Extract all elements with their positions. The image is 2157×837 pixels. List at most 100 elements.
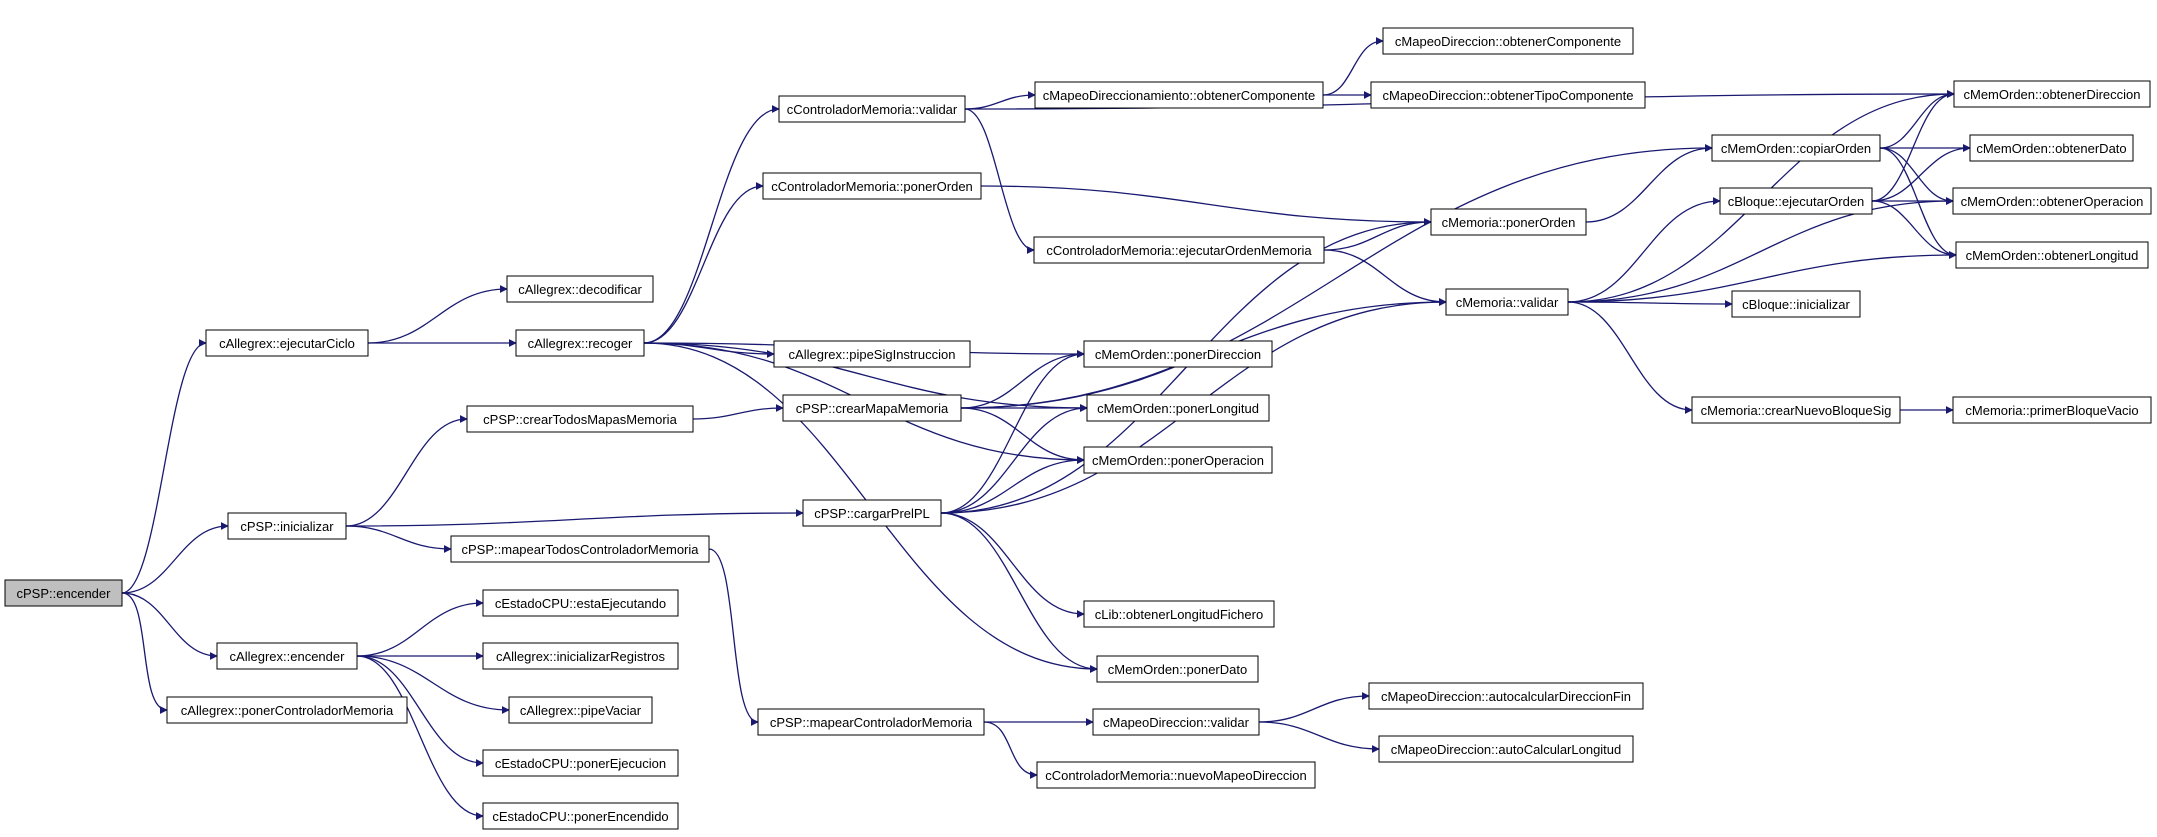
node-mapeodireccion-validar[interactable]: cMapeoDireccion::validar [1092,708,1260,736]
node-label: cBloque::ejecutarOrden [1728,194,1865,209]
node-allegrex-encender[interactable]: cAllegrex::encender [216,642,358,670]
node-memorden-obtenerlongitud[interactable]: cMemOrden::obtenerLongitud [1955,241,2149,269]
node-label: cAllegrex::pipeSigInstruccion [789,347,956,362]
edge-memorden_copiarOrden-to-memorden_obtenerDireccion [1879,90,1955,149]
node-memorden-poneroperacion[interactable]: cMemOrden::ponerOperacion [1083,446,1273,474]
nodes-layer: cPSP::encender cAllegrex::ejecutarCiclo … [4,27,2152,830]
node-label: cControladorMemoria::validar [787,102,958,117]
node-psp-encender[interactable]: cPSP::encender [4,579,123,607]
node-psp-cargarprelpl[interactable]: cPSP::cargarPrelPL [802,499,942,527]
node-label: cControladorMemoria::nuevoMapeoDireccion [1045,768,1307,783]
edge-controlador_validar-to-controlador_ejecutarOrdenMemoria [964,108,1035,254]
node-psp-creartodosmapasmemoria[interactable]: cPSP::crearTodosMapasMemoria [466,405,694,433]
node-memoria-ponerorden[interactable]: cMemoria::ponerOrden [1430,208,1587,236]
node-controlador-nuevomapeodireccion[interactable]: cControladorMemoria::nuevoMapeoDireccion [1036,761,1316,789]
edge-bloque_ejecutarOrden-to-memorden_obtenerLongitud [1871,200,1957,259]
node-memorden-obteneroperacion[interactable]: cMemOrden::obtenerOperacion [1952,187,2152,215]
edge-allegrex_encender-to-estadocpu_ponerEjecucion [356,655,484,767]
node-memorden-ponerdireccion[interactable]: cMemOrden::ponerDireccion [1083,340,1273,368]
node-memoria-primerbloquevacio[interactable]: cMemoria::primerBloqueVacio [1952,396,2152,424]
edge-allegrex_recoger-to-memorden_ponerLongitud [643,342,1088,412]
node-mapeodireccion-autocalcularlongitud[interactable]: cMapeoDireccion::autoCalcularLongitud [1378,735,1634,763]
edge-memoria_validar-to-memorden_obtenerOperacion [1567,197,1954,303]
edge-allegrex_encender-to-estadocpu_estaEjecutando [356,599,484,657]
node-controlador-ejecutarordenmemoria[interactable]: cControladorMemoria::ejecutarOrdenMemori… [1033,236,1325,264]
edge-allegrex_encender-to-estadocpu_ponerEncendido [356,655,484,820]
node-label: cAllegrex::encender [230,649,346,664]
node-memorden-copiarorden[interactable]: cMemOrden::copiarOrden [1711,134,1881,162]
edge-psp_inicializar-to-psp_mapearTodosControladorMemoria [345,525,452,553]
node-allegrex-recoger[interactable]: cAllegrex::recoger [515,329,645,357]
edge-bloque_ejecutarOrden-to-memorden_obtenerDireccion [1871,90,1955,202]
node-label: cMemOrden::ponerDireccion [1095,347,1261,362]
node-controlador-validar[interactable]: cControladorMemoria::validar [778,95,966,123]
node-mapeodireccion-obtenertipocomponente[interactable]: cMapeoDireccion::obtenerTipoComponente [1370,81,1646,109]
node-allegrex-pipesiginstruccion[interactable]: cAllegrex::pipeSigInstruccion [773,340,971,368]
node-bloque-inicializar[interactable]: cBloque::inicializar [1731,290,1861,318]
edge-psp_cargarPrelPL-to-lib_obtenerLongitudFichero [940,512,1085,618]
node-allegrex-decodificar[interactable]: cAllegrex::decodificar [506,275,654,303]
edge-controlador_ejecutarOrdenMemoria-to-memoria_ponerOrden [1323,218,1432,251]
node-label: cMemoria::primerBloqueVacio [1965,403,2138,418]
node-label: cMemoria::validar [1456,295,1559,310]
node-psp-inicializar[interactable]: cPSP::inicializar [227,512,347,540]
node-estadocpu-estaejecutando[interactable]: cEstadoCPU::estaEjecutando [482,589,679,617]
node-label: cMapeoDireccion::obtenerComponente [1395,34,1621,49]
node-label: cMapeoDireccion::validar [1103,715,1250,730]
node-label: cMapeoDireccion::autoCalcularLongitud [1391,742,1622,757]
edge-psp_encender-to-allegrex_encender [121,592,218,660]
edge-psp_mapearControladorMemoria-to-controlador_nuevoMapeoDireccion [983,721,1038,779]
node-psp-crearmapamemoria[interactable]: cPSP::crearMapaMemoria [782,394,962,422]
edge-psp_crearMapaMemoria-to-memorden_copiarOrden [960,144,1713,409]
node-allegrex-inicializarregistros[interactable]: cAllegrex::inicializarRegistros [482,642,679,670]
edge-mapeoDireccion_validar-to-mapeoDireccion_autocalcularDireccionFin [1258,692,1370,723]
edge-memoria_ponerOrden-to-memorden_copiarOrden [1585,144,1713,223]
node-label: cBloque::inicializar [1742,297,1850,312]
edge-memoria_validar-to-memoria_crearNuevoBloqueSig [1567,301,1693,414]
node-label: cAllegrex::inicializarRegistros [496,649,666,664]
edge-psp_mapearTodosControladorMemoria-to-psp_mapearControladorMemoria [708,548,759,726]
node-label: cMapeoDireccionamiento::obtenerComponent… [1043,88,1315,103]
node-label: cPSP::mapearControladorMemoria [770,715,973,730]
node-label: cMemoria::ponerOrden [1442,215,1576,230]
node-allegrex-pipevaciar[interactable]: cAllegrex::pipeVaciar [508,696,653,724]
node-memoria-crearnuevobloquesig[interactable]: cMemoria::crearNuevoBloqueSig [1691,396,1901,424]
node-estadocpu-ponerencendido[interactable]: cEstadoCPU::ponerEncendido [482,802,679,830]
node-allegrex-ponercontroladormemoria[interactable]: cAllegrex::ponerControladorMemoria [166,696,408,724]
node-controlador-ponerorden[interactable]: cControladorMemoria::ponerOrden [762,172,982,200]
edge-psp_encender-to-allegrex_ejecutarCiclo [121,339,207,594]
node-label: cAllegrex::ponerControladorMemoria [181,703,394,718]
node-label: cControladorMemoria::ponerOrden [771,179,973,194]
node-label: cEstadoCPU::estaEjecutando [495,596,666,611]
node-label: cMemOrden::obtenerDireccion [1963,87,2140,102]
node-estadocpu-ponerejecucion[interactable]: cEstadoCPU::ponerEjecucion [482,749,679,777]
edge-psp_cargarPrelPL-to-memorden_ponerDato [940,512,1098,673]
node-label: cAllegrex::ejecutarCiclo [219,336,355,351]
node-label: cControladorMemoria::ejecutarOrdenMemori… [1046,243,1312,258]
node-label: cLib::obtenerLongitudFichero [1095,607,1263,622]
node-mapeodireccion-autocalculardireccionfin[interactable]: cMapeoDireccion::autocalcularDireccionFi… [1368,682,1644,710]
node-mapeodireccionamiento-obtenercomponente[interactable]: cMapeoDireccionamiento::obtenerComponent… [1034,81,1324,109]
node-memorden-obtenerdato[interactable]: cMemOrden::obtenerDato [1969,134,2134,162]
node-memorden-ponerlongitud[interactable]: cMemOrden::ponerLongitud [1086,394,1270,422]
node-allegrex-ejecutarciclo[interactable]: cAllegrex::ejecutarCiclo [205,329,369,357]
node-label: cAllegrex::pipeVaciar [520,703,642,718]
node-psp-mapeartodoscontroladormemoria[interactable]: cPSP::mapearTodosControladorMemoria [450,535,710,563]
node-memorden-obtenerdireccion[interactable]: cMemOrden::obtenerDireccion [1953,80,2151,108]
node-mapeodireccion-obtenercomponente[interactable]: cMapeoDireccion::obtenerComponente [1382,27,1634,55]
edge-memoria_validar-to-bloque_ejecutarOrden [1567,197,1721,303]
node-bloque-ejecutarorden[interactable]: cBloque::ejecutarOrden [1719,187,1873,215]
node-label: cAllegrex::decodificar [518,282,642,297]
node-label: cMemOrden::ponerOperacion [1092,453,1264,468]
node-memorden-ponerdato[interactable]: cMemOrden::ponerDato [1096,655,1259,683]
node-label: cPSP::inicializar [240,519,334,534]
node-lib-obtenerlongitudfichero[interactable]: cLib::obtenerLongitudFichero [1083,600,1275,628]
edge-memorden_copiarOrden-to-memorden_obtenerOperacion [1879,147,1954,205]
edge-mapeoDireccionamiento_obtenerComponente-to-mapeoDireccion_obtenerComponente [1322,37,1384,96]
edge-psp_crearTodosMapasMemoria-to-psp_crearMapaMemoria [692,404,784,420]
edge-psp_cargarPrelPL-to-memorden_ponerOperacion [940,456,1085,514]
node-memoria-validar[interactable]: cMemoria::validar [1445,288,1569,316]
node-label: cPSP::encender [17,586,112,601]
node-label: cMapeoDireccion::obtenerTipoComponente [1383,88,1634,103]
node-psp-mapearcontroladormemoria[interactable]: cPSP::mapearControladorMemoria [757,708,985,736]
